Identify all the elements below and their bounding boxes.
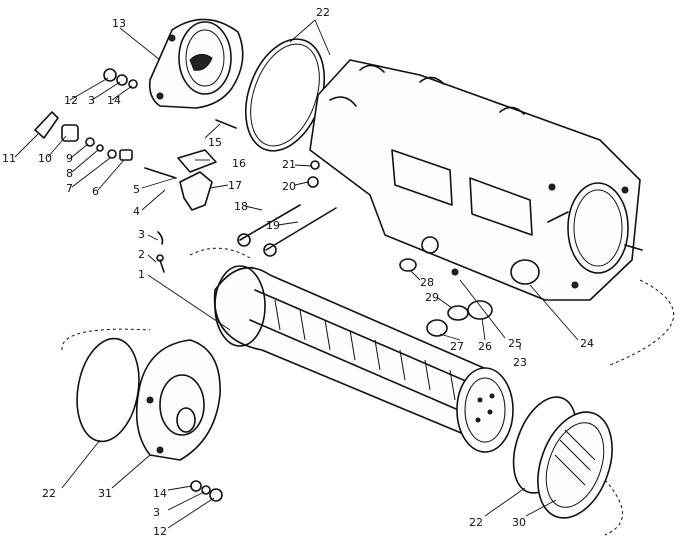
part-label-23: 23 <box>513 356 527 369</box>
filter-core-part <box>213 265 514 453</box>
part-label-6: 6 <box>92 185 99 198</box>
ring-28 <box>399 258 417 272</box>
part-label-2: 2 <box>138 248 145 261</box>
ring-26 <box>467 300 493 320</box>
part-label-5: 5 <box>133 183 140 196</box>
end-cap-part <box>537 411 613 519</box>
part-label-14: 14 <box>153 487 167 500</box>
part-label-3: 3 <box>153 506 160 519</box>
part-label-12: 12 <box>64 94 78 107</box>
part-label-22: 22 <box>316 6 330 19</box>
part-labels: 13 22 12 3 14 15 11 10 9 8 7 6 16 21 20 … <box>2 6 594 538</box>
part-label-11: 11 <box>2 152 16 165</box>
top-cover-part <box>148 18 244 109</box>
ring-29 <box>447 305 469 321</box>
part-label-16: 16 <box>232 157 246 170</box>
part-label-8: 8 <box>66 167 73 180</box>
part-label-1: 1 <box>138 268 145 281</box>
part-label-22: 22 <box>42 487 56 500</box>
part-label-12: 12 <box>153 525 167 538</box>
small-fittings <box>34 68 337 273</box>
bottom-left-gasket-ring <box>76 337 140 443</box>
part-label-27: 27 <box>450 340 464 353</box>
part-label-17: 17 <box>228 179 242 192</box>
part-label-13: 13 <box>112 17 126 30</box>
main-housing-part <box>309 59 643 301</box>
leader-lines <box>14 19 579 529</box>
part-label-7: 7 <box>66 182 73 195</box>
ring-27 <box>426 319 448 337</box>
part-label-18: 18 <box>234 200 248 213</box>
part-label-29: 29 <box>425 291 439 304</box>
part-label-15: 15 <box>208 136 222 149</box>
part-label-22: 22 <box>469 516 483 529</box>
part-label-25: 25 <box>508 337 522 350</box>
part-label-10: 10 <box>38 152 52 165</box>
part-label-4: 4 <box>133 205 140 218</box>
part-label-21: 21 <box>282 158 296 171</box>
part-label-19: 19 <box>266 219 280 232</box>
part-label-9: 9 <box>66 152 73 165</box>
bottom-cover-part <box>135 339 221 461</box>
part-label-30: 30 <box>512 516 526 529</box>
part-label-26: 26 <box>478 340 492 353</box>
part-label-3: 3 <box>138 228 145 241</box>
part-label-24: 24 <box>580 337 594 350</box>
part-label-28: 28 <box>420 276 434 289</box>
part-label-20: 20 <box>282 180 296 193</box>
part-label-3: 3 <box>88 94 95 107</box>
part-label-31: 31 <box>98 487 112 500</box>
part-label-14: 14 <box>107 94 121 107</box>
